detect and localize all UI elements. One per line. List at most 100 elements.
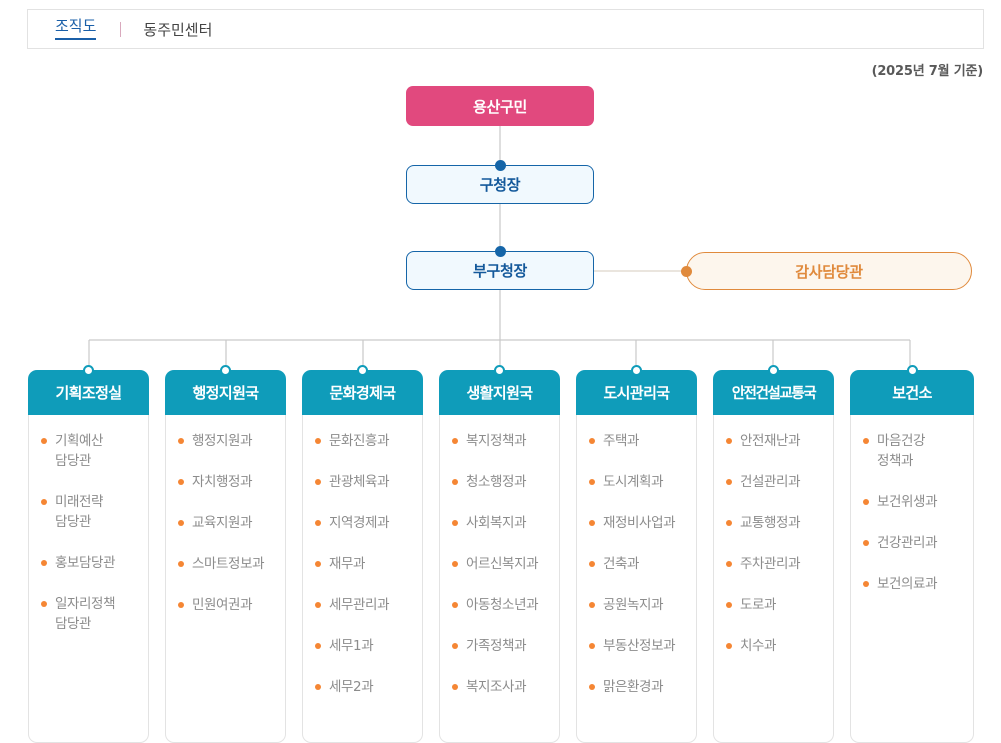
list-item[interactable]: 민원여권과 — [178, 595, 277, 615]
dept-label: 자치행정과 — [192, 474, 253, 490]
node-vice-mayor[interactable]: 부구청장 — [406, 251, 594, 290]
list-item[interactable]: 맑은환경과 — [589, 677, 688, 697]
column-title: 생활지원국 — [466, 384, 533, 402]
dept-label: 아동청소년과 — [466, 597, 539, 613]
bullet-icon — [315, 479, 321, 485]
tab-community-center[interactable]: 동주민센터 — [143, 20, 213, 39]
bullet-icon — [178, 479, 184, 485]
column-body-health-center: 마음건강 정책과 보건위생과 건강관리과 보건의료과 — [850, 415, 974, 743]
column-header-planning[interactable]: 기획조정실 — [28, 365, 149, 415]
list-item[interactable]: 재정비사업과 — [589, 513, 688, 533]
list-item[interactable]: 주택과 — [589, 431, 688, 451]
bullet-icon — [41, 438, 47, 444]
list-item[interactable]: 세무관리과 — [315, 595, 414, 615]
column-header-health-center[interactable]: 보건소 — [850, 365, 974, 415]
bullet-icon — [726, 602, 732, 608]
list-item[interactable]: 주차관리과 — [726, 554, 825, 574]
list-item[interactable]: 스마트정보과 — [178, 554, 277, 574]
list-item[interactable]: 아동청소년과 — [452, 595, 551, 615]
node-citizen[interactable]: 용산구민 — [406, 86, 594, 126]
bullet-icon — [863, 581, 869, 587]
column-joint-dot-icon — [906, 365, 918, 376]
dept-label: 행정지원과 — [192, 433, 253, 449]
connector-dot-mayor — [494, 160, 506, 171]
list-item[interactable]: 건설관리과 — [726, 472, 825, 492]
list-item[interactable]: 세무1과 — [315, 636, 414, 656]
bullet-icon — [726, 561, 732, 567]
column-header-culture-economy[interactable]: 문화경제국 — [302, 365, 423, 415]
dept-label: 복지정책과 — [466, 433, 527, 449]
dept-label: 어르신복지과 — [466, 556, 539, 572]
list-item[interactable]: 도로과 — [726, 595, 825, 615]
list-item[interactable]: 보건의료과 — [863, 574, 965, 594]
dept-label: 주차관리과 — [740, 556, 801, 572]
dept-label: 보건위생과 — [877, 494, 938, 510]
list-item[interactable]: 자치행정과 — [178, 472, 277, 492]
list-item[interactable]: 복지정책과 — [452, 431, 551, 451]
list-item[interactable]: 행정지원과 — [178, 431, 277, 451]
column-title: 행정지원국 — [192, 384, 259, 402]
list-item[interactable]: 어르신복지과 — [452, 554, 551, 574]
bullet-icon — [726, 520, 732, 526]
dept-label: 안전재난과 — [740, 433, 801, 449]
list-item[interactable]: 건축과 — [589, 554, 688, 574]
node-audit-officer[interactable]: 감사담당관 — [686, 252, 972, 290]
list-item[interactable]: 교육지원과 — [178, 513, 277, 533]
list-item[interactable]: 사회복지과 — [452, 513, 551, 533]
dept-label: 스마트정보과 — [192, 556, 265, 572]
list-item[interactable]: 부동산정보과 — [589, 636, 688, 656]
dept-label: 교육지원과 — [192, 515, 253, 531]
column-body-living-support: 복지정책과 청소행정과 사회복지과 어르신복지과 아동청소년과 가족정책과 복지… — [439, 415, 560, 743]
dept-label: 미래전략 담당관 — [55, 494, 104, 530]
bullet-icon — [589, 643, 595, 649]
list-item[interactable]: 건강관리과 — [863, 533, 965, 553]
list-item[interactable]: 기획예산 담당관 — [41, 431, 140, 471]
column-header-living-support[interactable]: 생활지원국 — [439, 365, 560, 415]
list-item[interactable]: 안전재난과 — [726, 431, 825, 451]
list-item[interactable]: 문화진흥과 — [315, 431, 414, 451]
list-item[interactable]: 재무과 — [315, 554, 414, 574]
bullet-icon — [452, 479, 458, 485]
list-item[interactable]: 홍보담당관 — [41, 553, 140, 573]
bullet-icon — [863, 438, 869, 444]
list-item[interactable]: 미래전략 담당관 — [41, 492, 140, 532]
dept-label: 건축과 — [603, 556, 640, 572]
node-mayor[interactable]: 구청장 — [406, 165, 594, 204]
column-header-safety-construction-transport[interactable]: 안전건설교통국 — [713, 365, 834, 415]
dept-label: 일자리정책 담당관 — [55, 596, 116, 632]
tab-organization-chart[interactable]: 조직도 — [55, 18, 97, 40]
column-health-center: 보건소 마음건강 정책과 보건위생과 건강관리과 보건의료과 — [850, 365, 974, 743]
list-item[interactable]: 세무2과 — [315, 677, 414, 697]
list-item[interactable]: 지역경제과 — [315, 513, 414, 533]
list-item[interactable]: 교통행정과 — [726, 513, 825, 533]
list-item[interactable]: 일자리정책 담당관 — [41, 594, 140, 634]
dept-label: 주택과 — [603, 433, 640, 449]
column-joint-dot-icon — [631, 365, 642, 376]
list-item[interactable]: 마음건강 정책과 — [863, 431, 965, 471]
column-culture-economy: 문화경제국 문화진흥과 관광체육과 지역경제과 재무과 세무관리과 세무1과 세… — [302, 365, 423, 743]
column-joint-dot-icon — [357, 365, 368, 376]
column-header-admin-support[interactable]: 행정지원국 — [165, 365, 286, 415]
list-item[interactable]: 복지조사과 — [452, 677, 551, 697]
tab-separator — [120, 21, 122, 37]
column-body-safety-construction-transport: 안전재난과 건설관리과 교통행정과 주차관리과 도로과 치수과 — [713, 415, 834, 743]
list-item[interactable]: 도시계획과 — [589, 472, 688, 492]
bullet-icon — [452, 643, 458, 649]
dept-label: 지역경제과 — [329, 515, 390, 531]
dept-label: 공원녹지과 — [603, 597, 664, 613]
column-title: 보건소 — [892, 384, 932, 402]
bullet-icon — [178, 561, 184, 567]
bullet-icon — [452, 561, 458, 567]
bullet-icon — [452, 520, 458, 526]
list-item[interactable]: 관광체육과 — [315, 472, 414, 492]
column-title: 도시관리국 — [603, 384, 670, 402]
list-item[interactable]: 보건위생과 — [863, 492, 965, 512]
bullet-icon — [315, 643, 321, 649]
list-item[interactable]: 청소행정과 — [452, 472, 551, 492]
list-item[interactable]: 치수과 — [726, 636, 825, 656]
list-item[interactable]: 가족정책과 — [452, 636, 551, 656]
list-item[interactable]: 공원녹지과 — [589, 595, 688, 615]
column-joint-dot-icon — [494, 365, 505, 376]
column-header-city-management[interactable]: 도시관리국 — [576, 365, 697, 415]
bullet-icon — [452, 602, 458, 608]
